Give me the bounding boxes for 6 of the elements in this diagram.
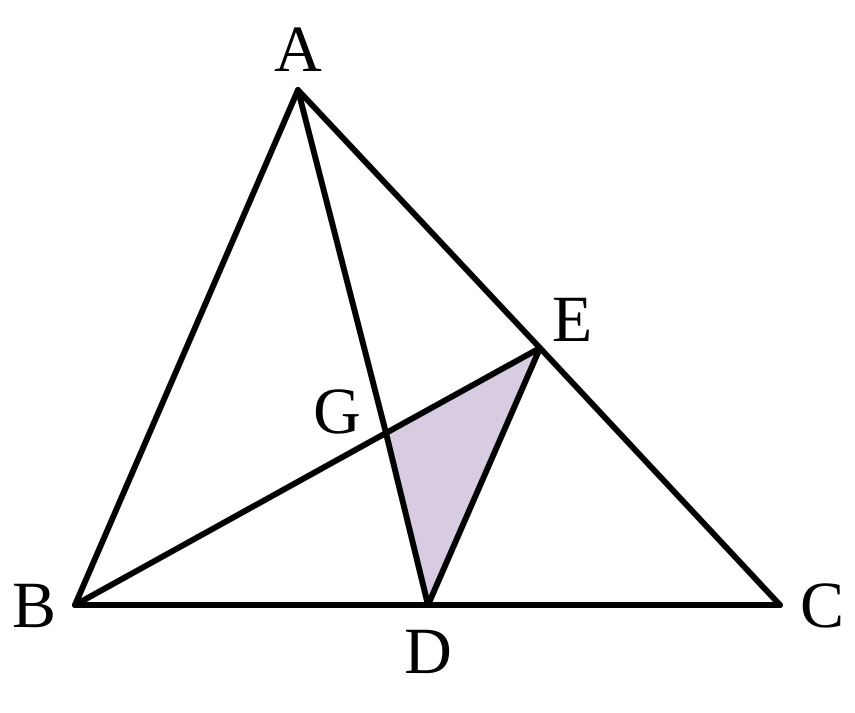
vertex-label: G <box>313 379 361 445</box>
vertex-label: A <box>274 17 322 83</box>
vertex-label: B <box>12 573 56 639</box>
vertex-label: E <box>552 287 592 353</box>
vertex-label: C <box>800 573 844 639</box>
vertex-label: D <box>404 619 452 685</box>
